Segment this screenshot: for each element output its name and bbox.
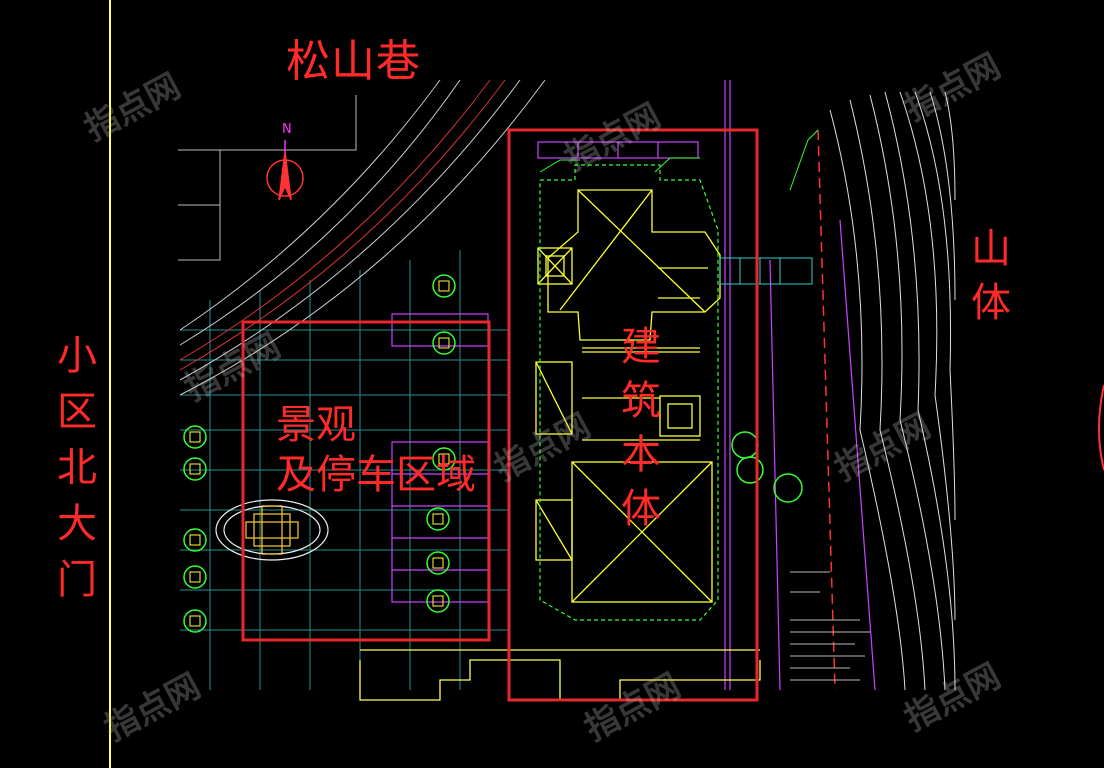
building-outline <box>539 164 719 621</box>
north-street-label: 松山巷 <box>286 36 421 87</box>
road-red-lines <box>179 79 506 371</box>
landscape-parking-label: 景观 及停车区域 <box>276 400 476 500</box>
neighbour-block <box>178 95 357 261</box>
property-line <box>817 129 836 691</box>
notes-block <box>790 571 870 681</box>
road-lines <box>179 79 546 396</box>
building-roof <box>535 189 721 603</box>
north-arrow-symbol <box>266 140 304 201</box>
east-bridge <box>719 257 813 285</box>
right-edge-arc <box>1098 384 1104 471</box>
tree-cores <box>189 280 450 627</box>
landscape-label-line1: 景观 <box>276 402 356 448</box>
west-gate-label: 小区北大门 <box>57 333 97 603</box>
landscape-label-line2: 及停车区域 <box>276 452 476 498</box>
leader-lines <box>539 129 819 191</box>
mountain-contours <box>829 91 956 691</box>
east-mountain-label: 山体 <box>971 226 1011 326</box>
north-arrow-label: N <box>282 122 292 137</box>
landscape-feature <box>215 499 329 561</box>
landscape-zone-frame <box>241 320 491 642</box>
tree-symbols <box>183 274 803 633</box>
building-zone-frame <box>507 128 759 702</box>
south-wall <box>359 649 761 701</box>
main-building-label: 建筑本体 <box>621 324 661 532</box>
landscape-grid <box>180 250 510 690</box>
magenta-strips <box>391 80 876 691</box>
